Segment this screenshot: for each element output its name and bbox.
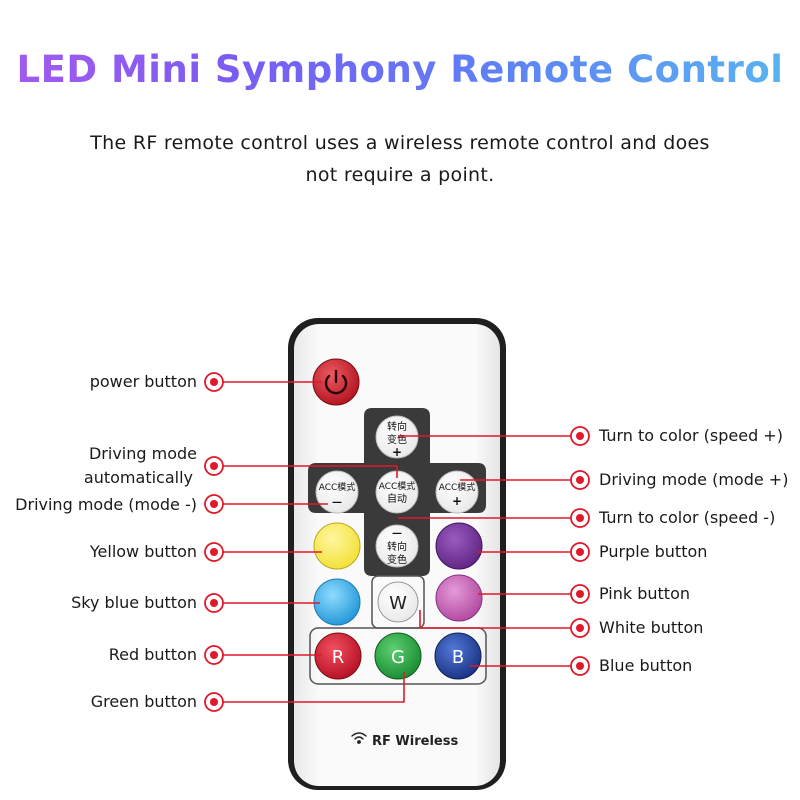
yellow-key[interactable]	[313, 522, 361, 570]
label-power: power button	[89, 372, 197, 391]
pink-key[interactable]	[435, 574, 483, 622]
marker-speed-minus	[570, 508, 590, 528]
label-yellow: Yellow button	[89, 542, 197, 561]
turn-minus-sign: —	[392, 528, 402, 539]
turn-plus-sign: +	[392, 445, 402, 459]
brand-mark: RF Wireless	[351, 732, 458, 749]
mode-auto-line1: ACC模式	[379, 480, 416, 492]
mode-auto-button[interactable]: ACC模式 自动	[375, 470, 419, 514]
wifi-icon	[351, 732, 367, 744]
label-driving-auto-1: Driving mode	[88, 444, 197, 463]
power-button[interactable]	[312, 358, 360, 406]
blue-key[interactable]: B	[434, 632, 482, 680]
label-speed-minus: Turn to color (speed -)	[599, 508, 776, 527]
turn-minus-line2: 变色	[387, 553, 407, 566]
label-pink: Pink button	[599, 584, 691, 603]
marker-white	[570, 618, 590, 638]
label-mode-plus: Driving mode (mode +)	[599, 470, 789, 489]
mode-minus-label: ACC模式	[319, 481, 356, 493]
subtitle-line-2: not require a point.	[305, 164, 495, 186]
w-key-frame	[371, 575, 425, 629]
marker-pink	[570, 584, 590, 604]
turn-color-plus-button[interactable]: 转向 变色 +	[375, 415, 419, 459]
marker-red	[204, 645, 224, 665]
brand-text: RF Wireless	[372, 734, 458, 749]
turn-color-minus-button[interactable]: — 转向 变色	[375, 524, 419, 568]
white-key[interactable]: W	[377, 581, 419, 623]
turn-plus-line1: 转向	[387, 420, 407, 433]
subtitle-line-1: The RF remote control uses a wireless re…	[90, 132, 710, 154]
marker-speed-plus	[570, 426, 590, 446]
mode-plus-sign: +	[452, 494, 462, 508]
mode-plus-button[interactable]: ACC模式 +	[435, 470, 479, 514]
marker-green	[204, 692, 224, 712]
green-key[interactable]: G	[374, 632, 422, 680]
mode-minus-sign: —	[332, 497, 342, 508]
marker-purple	[570, 542, 590, 562]
label-purple: Purple button	[599, 542, 708, 561]
label-white: White button	[599, 618, 704, 637]
label-red: Red button	[108, 645, 197, 664]
mode-plus-label: ACC模式	[439, 481, 476, 493]
white-key-letter: W	[389, 593, 407, 614]
callouts	[214, 381, 580, 703]
marker-auto	[204, 456, 224, 476]
mode-minus-button[interactable]: ACC模式 —	[315, 470, 359, 514]
sky-blue-key[interactable]	[313, 578, 361, 626]
label-blue: Blue button	[599, 656, 693, 675]
label-sky-blue: Sky blue button	[71, 593, 197, 612]
turn-minus-line1: 转向	[387, 540, 407, 553]
page-title: LED Mini Symphony Remote Control	[0, 48, 800, 91]
marker-mode-minus	[204, 494, 224, 514]
callout-markers	[204, 372, 590, 712]
power-icon	[324, 369, 348, 395]
label-mode-minus: Driving mode (mode -)	[15, 495, 197, 514]
purple-key[interactable]	[435, 522, 483, 570]
marker-blue	[570, 656, 590, 676]
marker-mode-plus	[570, 470, 590, 490]
label-green: Green button	[90, 692, 197, 711]
label-driving-auto-2: automatically	[83, 468, 193, 487]
blue-key-letter: B	[452, 647, 464, 668]
marker-power	[204, 372, 224, 392]
marker-yellow	[204, 542, 224, 562]
marker-sky-blue	[204, 593, 224, 613]
red-key[interactable]: R	[314, 632, 362, 680]
mode-auto-line2: 自动	[387, 492, 407, 505]
label-speed-plus: Turn to color (speed +)	[599, 426, 783, 445]
red-key-letter: R	[332, 647, 345, 668]
green-key-letter: G	[391, 647, 405, 668]
